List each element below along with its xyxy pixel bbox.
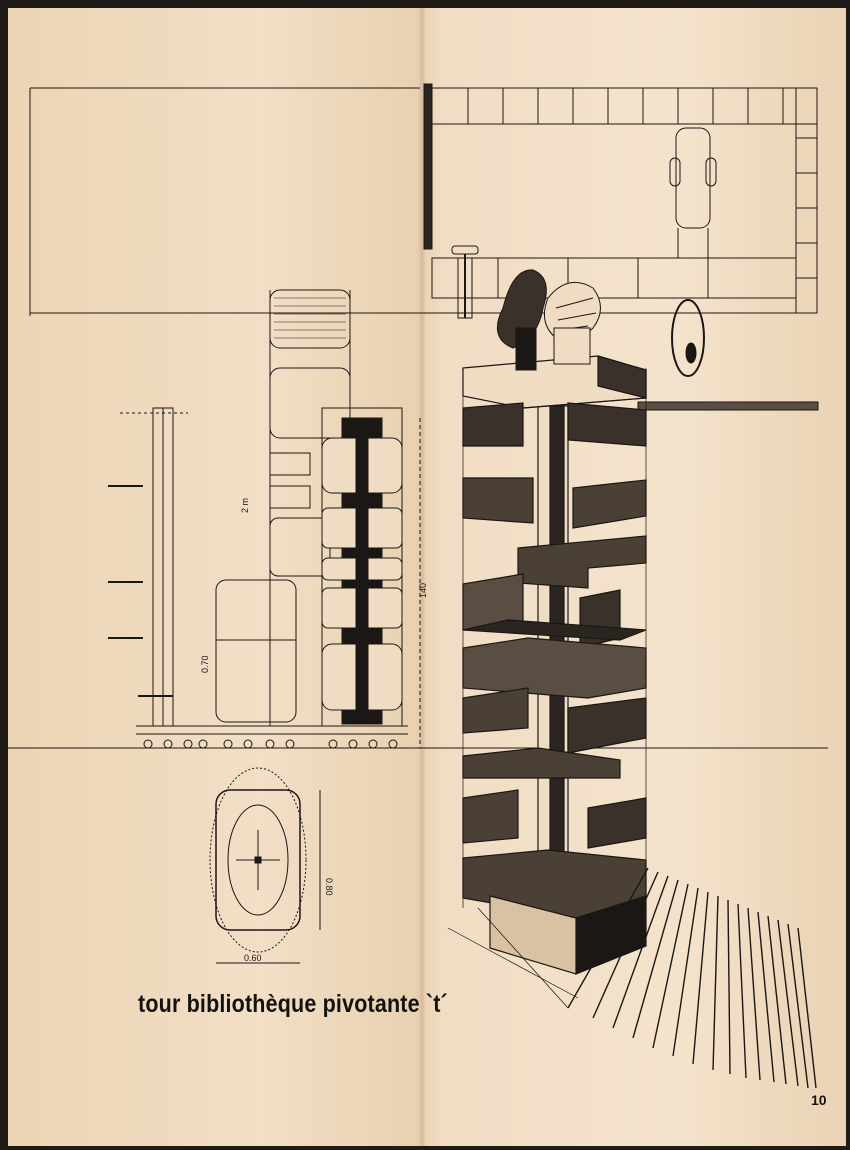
shelf-7	[462, 747, 647, 849]
plant-decoration	[496, 269, 601, 371]
side-elevation	[108, 407, 408, 749]
dimension-plan-length: 0.60	[244, 953, 262, 963]
floor-shadow	[567, 867, 817, 1089]
page-fold	[418, 8, 426, 1146]
plan-view-rail	[423, 83, 819, 411]
shelf-5	[462, 573, 647, 649]
dimension-height-side: 140	[418, 583, 428, 598]
shelf-4	[517, 535, 647, 589]
dimension-plan-width: 0.80	[324, 878, 334, 896]
dimension-lower-width: 0.70	[200, 655, 210, 673]
shelf-3	[462, 477, 647, 529]
technical-drawing: 2 m 140 0.70 0.80 0.60	[8, 83, 828, 1089]
tower-base	[462, 849, 647, 975]
plan-view-base	[209, 767, 321, 964]
dimension-height-total: 2 m	[240, 498, 250, 513]
page-number: 10	[811, 1092, 827, 1108]
drawing-title: tour bibliothèque pivotante `t´	[138, 990, 448, 1018]
drawing-sheet: 2 m 140 0.70 0.80 0.60 tour bibliothèque…	[8, 8, 846, 1146]
column-elevation	[321, 407, 421, 749]
perspective-tower	[447, 355, 647, 1009]
